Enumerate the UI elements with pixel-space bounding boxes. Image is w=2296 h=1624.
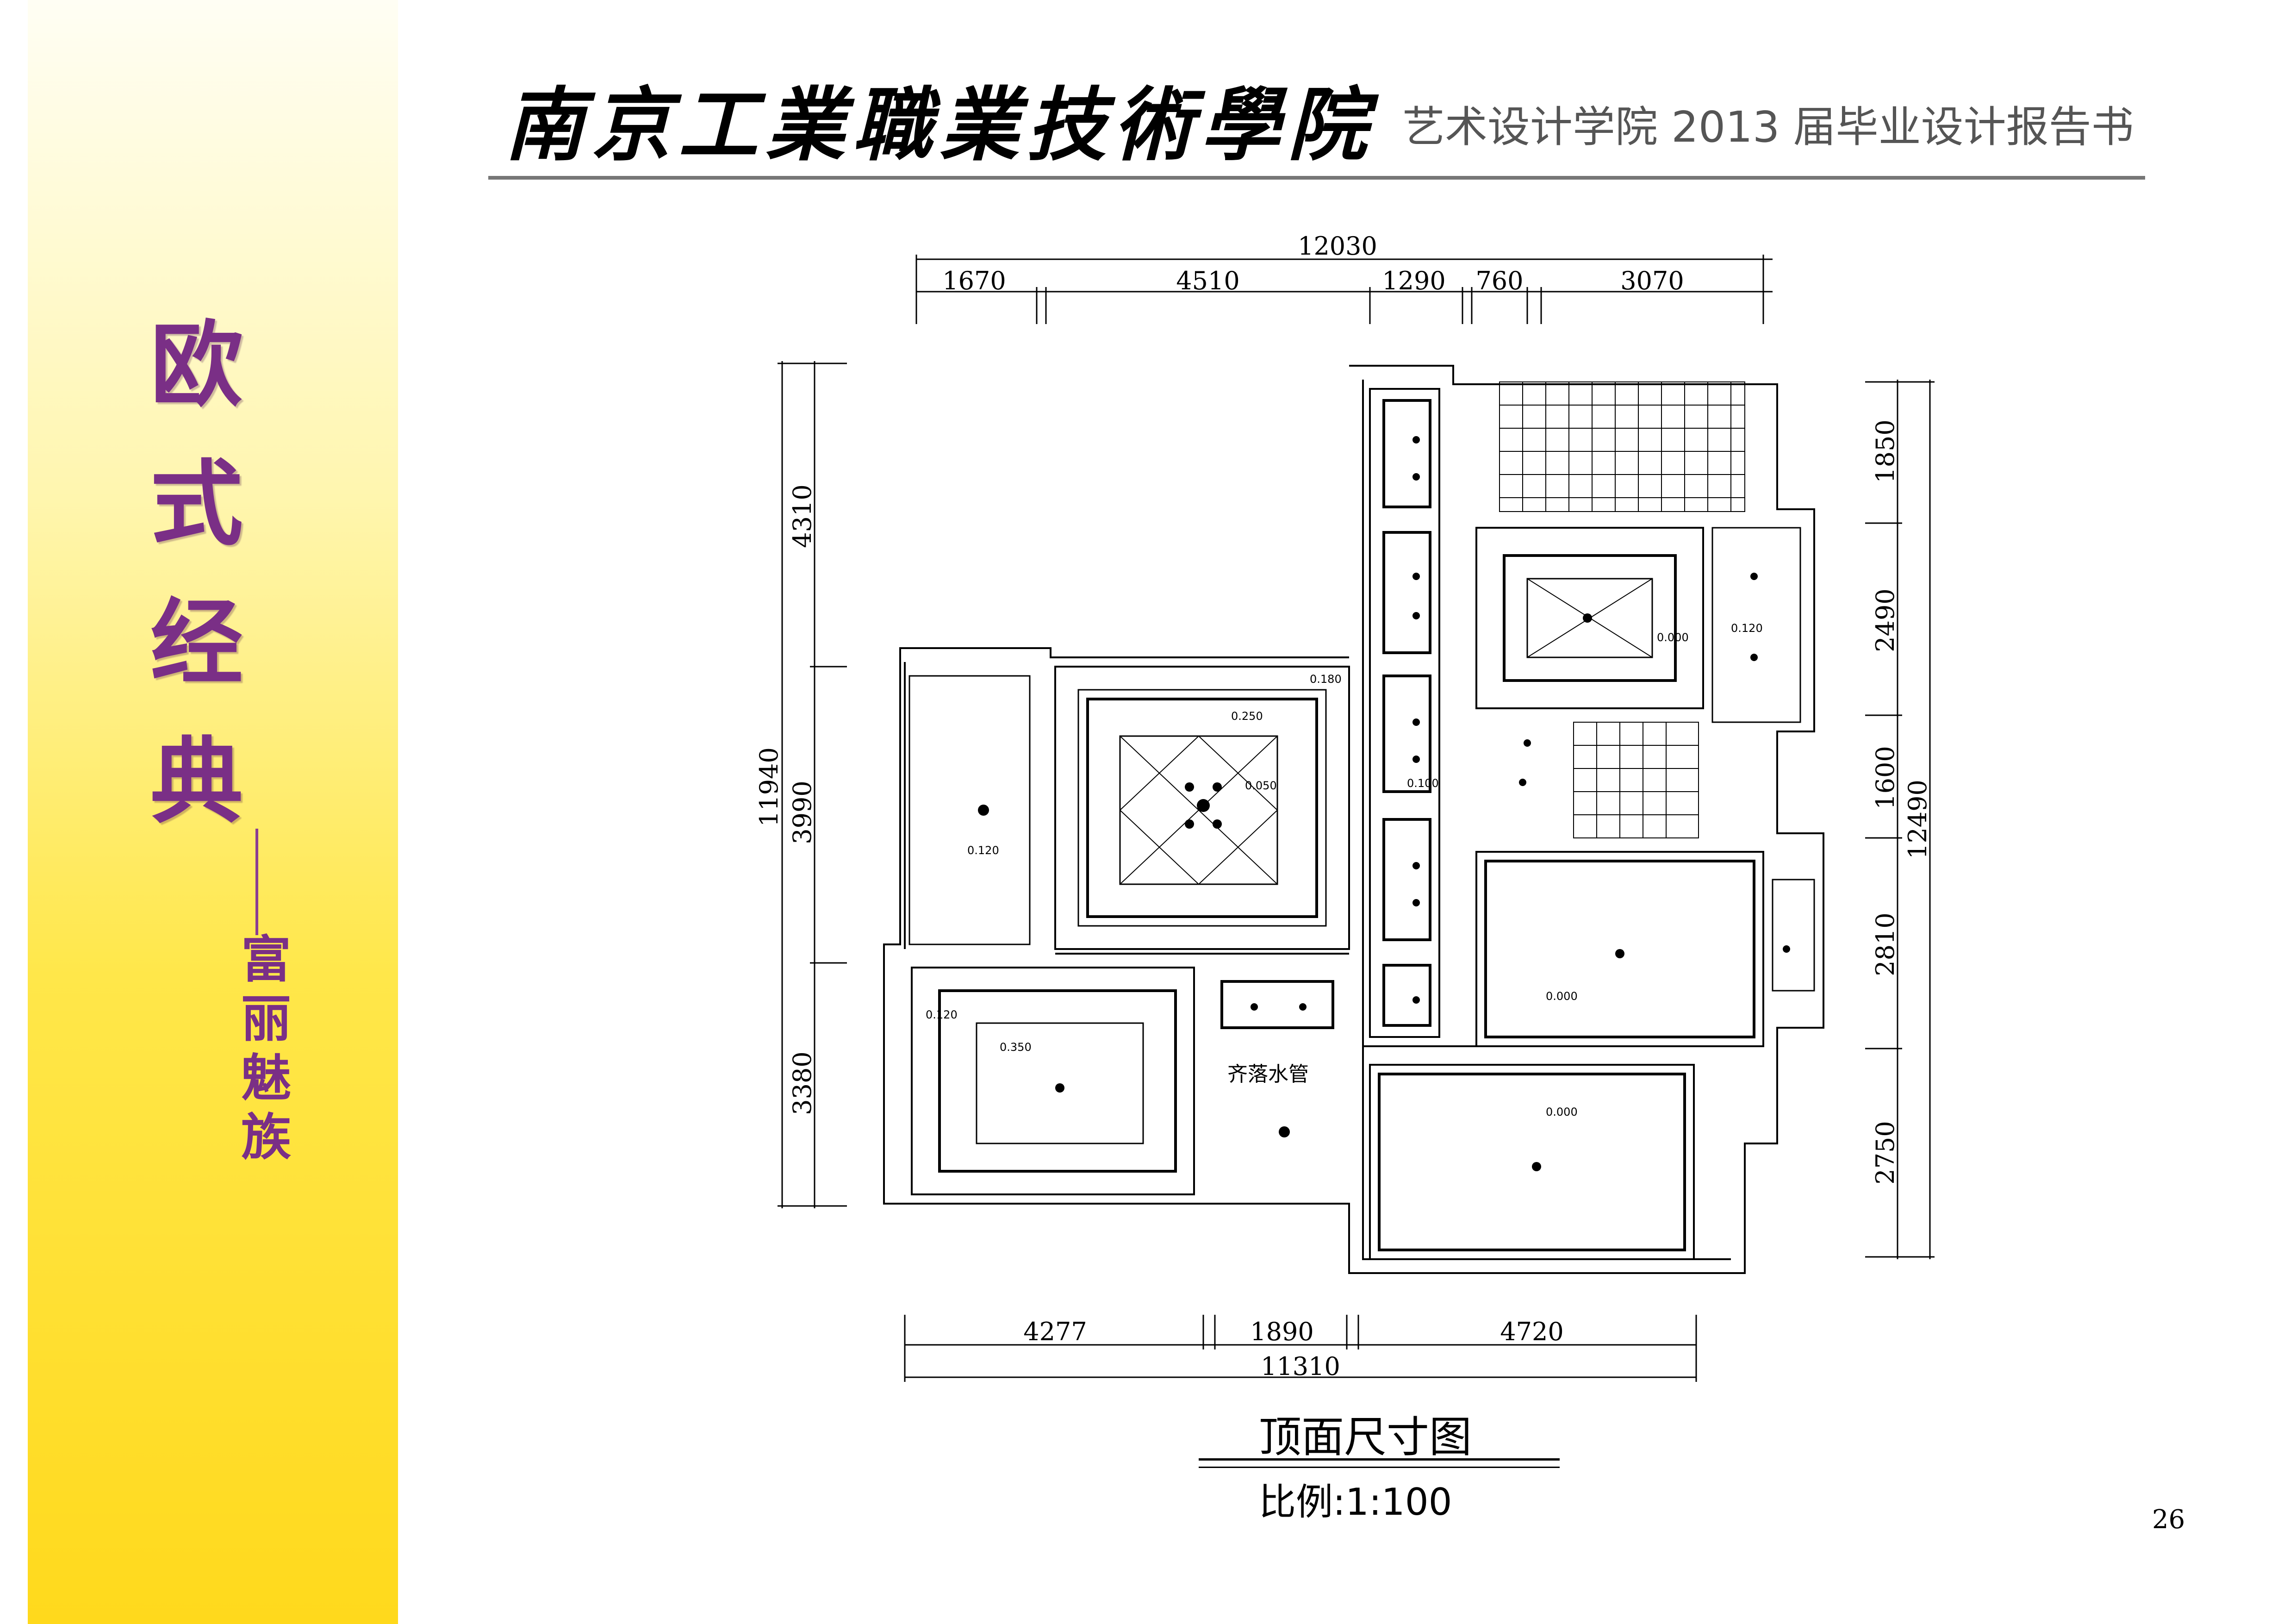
level-labels: 0.180 0.250 0.050 0.120 0.120 0.350 0.00… [926,622,1763,1118]
level-label: 0.000 [1657,631,1689,644]
dim-top-seg: 3070 [1620,266,1684,295]
report-title: 艺术设计学院 2013 届毕业设计报告书 [1402,102,2134,152]
level-label: 0.180 [1310,673,1342,686]
dim-left-total: 11940 [754,747,784,827]
sidebar-subtitle-char: 魅 [241,1049,291,1107]
plan-title: 顶面尺寸图 [1258,1412,1472,1462]
dim-top-total: 12030 [1298,231,1377,261]
level-label: 0.050 [1245,779,1277,792]
dim-bottom-seg: 4277 [1023,1317,1087,1346]
header-rule [488,176,2145,180]
level-label: 0.350 [1000,1041,1032,1054]
dim-left-seg: 3990 [788,781,817,844]
dim-right-seg: 2810 [1871,912,1900,976]
level-label: 0.120 [967,844,999,857]
level-label: 0.000 [1546,1106,1578,1118]
sidebar-subtitle: 富 丽 魅 族 [231,931,301,1168]
sidebar-title-char: 典 [150,728,243,836]
dim-right-seg: 2750 [1871,1121,1900,1184]
level-label: 0.000 [1546,990,1578,1003]
sidebar-gradient-panel [28,0,398,1624]
sidebar-dash [255,829,258,935]
dim-top-seg: 1290 [1382,266,1445,295]
level-label: 0.250 [1231,710,1263,723]
dim-left-seg: 4310 [788,484,817,548]
dim-left-seg: 3380 [788,1051,817,1115]
dim-bottom-seg: 4720 [1500,1317,1563,1346]
page-number: 26 [2152,1505,2185,1535]
plan-title-rule [1199,1458,1560,1461]
walls [883,365,1824,1274]
dim-right-seg: 1600 [1871,746,1900,809]
sidebar-subtitle-char: 族 [241,1109,291,1167]
dim-top-seg: 1670 [942,266,1006,295]
sidebar-subtitle-char: 丽 [241,990,291,1048]
dim-bottom-seg: 1890 [1250,1317,1313,1346]
sidebar-title-char: 经 [150,589,243,697]
dim-right-total: 12490 [1903,780,1932,859]
school-name-calligraphy: 南京工業職業技術學院 [504,78,1375,172]
sidebar-title-char: 式 [150,450,243,558]
sidebar-title-char: 欧 [150,312,243,419]
dim-right-seg: 1850 [1871,419,1900,483]
dim-top-seg: 4510 [1176,266,1239,295]
sidebar-title: 欧 式 经 典 [146,296,248,852]
dimension-lines [778,255,1935,1382]
level-label: 0.120 [1731,622,1763,635]
kitchen-tiles [1499,381,1745,838]
ceiling-frames [908,388,1815,1260]
dim-bottom-total: 11310 [1261,1352,1340,1381]
sidebar-subtitle-char: 富 [241,931,291,989]
dim-top-seg: 760 [1475,266,1523,295]
level-label: 0.120 [926,1008,958,1021]
dim-right-seg: 2490 [1871,588,1900,652]
level-label: 0.100 [1407,777,1439,790]
room-label: 齐落水管 [1227,1062,1309,1086]
plan-title-rule [1199,1467,1560,1468]
plan-scale: 比例:1:100 [1259,1480,1452,1524]
light-fixtures [978,436,1790,1171]
dimension-labels: 12030 1670 4510 1290 760 3070 4277 1890 … [754,231,1932,1381]
